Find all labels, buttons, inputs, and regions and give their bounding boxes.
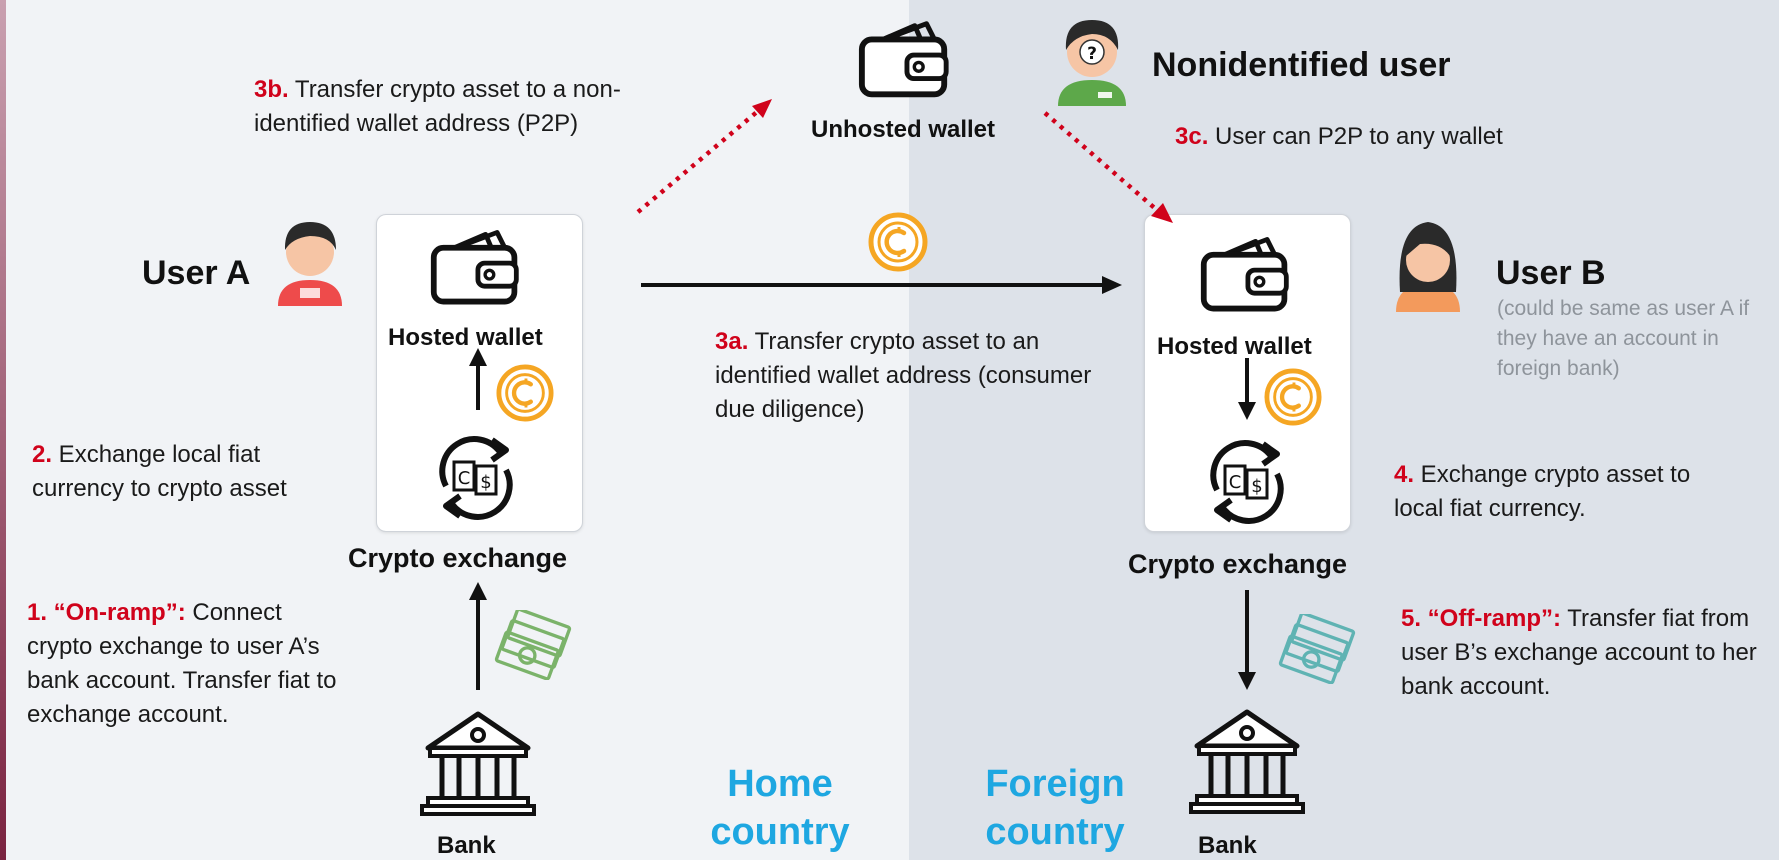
home-coin-icon <box>499 367 551 419</box>
home-country-label: Home country <box>710 763 850 853</box>
home-cash-icon <box>494 610 572 680</box>
nonidentified-person-icon: ? <box>1058 20 1126 106</box>
step-3c-text: User can P2P to any wallet <box>1208 123 1503 150</box>
step-1-number: 1. “On-ramp”: <box>27 599 186 626</box>
arrow-home-exchange-to-wallet <box>469 348 487 410</box>
foreign-coin-icon <box>1267 371 1319 423</box>
foreign-hosted-wallet-icon <box>1204 239 1287 308</box>
step-3c-number: 3c. <box>1175 123 1209 150</box>
arrow-3b <box>636 99 772 214</box>
step-3b-text: Transfer crypto asset to a non-identifie… <box>254 76 621 137</box>
foreign-bank-icon <box>1191 712 1303 812</box>
step-5-text: Transfer fiat from user B’s exchange acc… <box>1401 605 1757 700</box>
step-3a-text: Transfer crypto asset to an identified w… <box>715 328 1092 423</box>
foreign-country-label: Foreign country <box>985 763 1125 853</box>
svg-text:?: ? <box>1087 44 1097 64</box>
arrow-3a <box>641 276 1122 294</box>
user-a-person-icon <box>278 222 342 306</box>
foreign-bank-label: Bank <box>1198 832 1257 859</box>
user-b-person-icon <box>1396 222 1460 312</box>
step-4-text: Exchange crypto asset to local fiat curr… <box>1394 461 1691 522</box>
user-a-label: User A <box>142 254 251 292</box>
foreign-hosted-wallet-label: Hosted wallet <box>1157 333 1312 360</box>
step-2-number: 2. <box>32 441 53 468</box>
unhosted-wallet-icon <box>862 24 946 95</box>
foreign-cash-icon <box>1278 614 1356 684</box>
arrow-foreign-wallet-to-exchange <box>1238 358 1256 420</box>
unhosted-wallet-label: Unhosted wallet <box>811 116 996 143</box>
step-3b-p2p-transfer: 3b. Transfer crypto asset to a non-ident… <box>254 73 704 141</box>
nonidentified-user-label: Nonidentified user <box>1152 46 1451 84</box>
home-hosted-wallet-label: Hosted wallet <box>388 324 543 351</box>
step-4-exchange: 4. Exchange crypto asset to local fiat c… <box>1394 458 1724 526</box>
home-exchange-icon <box>442 439 509 517</box>
foreign-crypto-exchange-label: Crypto exchange <box>1128 549 1348 579</box>
arrow-home-bank-to-exchange <box>469 582 487 690</box>
frame-edge <box>0 0 6 860</box>
step-1-on-ramp: 1. “On-ramp”: Connect crypto exchange to… <box>27 596 347 732</box>
step-3a-number: 3a. <box>715 328 749 355</box>
home-hosted-wallet-icon <box>434 232 517 301</box>
step-2-text: Exchange local fiat currency to crypto a… <box>32 441 287 502</box>
arrow-3c <box>1043 111 1173 223</box>
home-bank-icon <box>422 714 534 814</box>
home-crypto-exchange-label: Crypto exchange <box>348 543 568 573</box>
transfer-coin-icon <box>871 215 925 269</box>
user-b-label: User B <box>1496 254 1606 292</box>
step-2-exchange: 2. Exchange local fiat currency to crypt… <box>32 438 344 506</box>
step-3b-number: 3b. <box>254 76 289 103</box>
step-3a-identified-transfer: 3a. Transfer crypto asset to an identifi… <box>715 325 1095 427</box>
arrow-foreign-exchange-to-bank <box>1238 590 1256 690</box>
step-5-number: 5. “Off-ramp”: <box>1401 605 1562 632</box>
step-1-text: Connect crypto exchange to user A’s bank… <box>27 599 337 728</box>
foreign-exchange-icon <box>1213 443 1280 521</box>
step-4-number: 4. <box>1394 461 1415 488</box>
step-5-off-ramp: 5. “Off-ramp”: Transfer fiat from user B… <box>1401 602 1771 704</box>
home-bank-label: Bank <box>437 832 496 859</box>
user-b-note: (could be same as user A if they have an… <box>1497 297 1750 380</box>
step-3c-any-wallet: 3c. User can P2P to any wallet <box>1175 120 1595 154</box>
